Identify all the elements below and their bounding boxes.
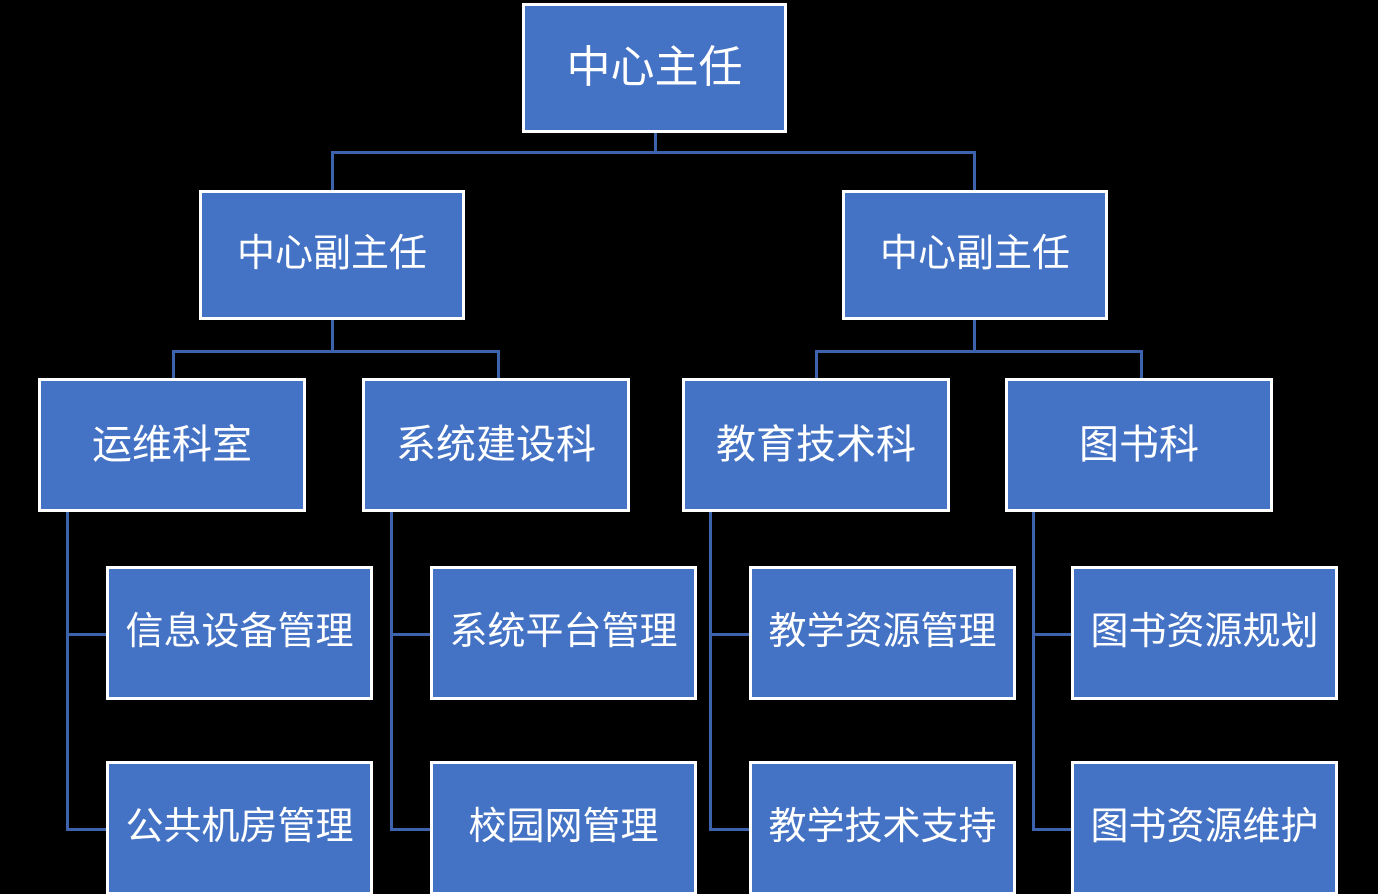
node-section-ops-label: 运维科室 bbox=[92, 423, 252, 467]
node-task-teachres-label: 教学资源管理 bbox=[768, 611, 997, 654]
connector-edutech-to-teachsupport bbox=[709, 828, 751, 831]
node-deputy-left[interactable]: 中心副主任 bbox=[199, 190, 465, 320]
node-task-equipment-label: 信息设备管理 bbox=[125, 611, 354, 654]
connector-library-to-libmaint bbox=[1032, 828, 1074, 831]
connector-ops-spine bbox=[66, 512, 69, 831]
node-task-libmaint-label: 图书资源维护 bbox=[1090, 806, 1319, 849]
node-task-equipment[interactable]: 信息设备管理 bbox=[106, 566, 373, 700]
connector-to-section-edutech bbox=[815, 350, 818, 378]
connector-sysbuild-to-platform bbox=[390, 633, 432, 636]
node-task-libplan-label: 图书资源规划 bbox=[1090, 611, 1319, 654]
connector-to-section-library bbox=[1140, 350, 1143, 378]
connector-edutech-spine bbox=[709, 512, 712, 831]
node-section-sysbuild[interactable]: 系统建设科 bbox=[362, 378, 630, 512]
connector-deputy-right-drop bbox=[973, 319, 976, 352]
node-section-ops[interactable]: 运维科室 bbox=[38, 378, 306, 512]
node-task-publiclab-label: 公共机房管理 bbox=[125, 806, 354, 849]
connector-to-deputy-right bbox=[973, 151, 976, 192]
connector-director-drop bbox=[654, 131, 657, 153]
node-director-label: 中心主任 bbox=[566, 42, 743, 92]
node-task-libplan[interactable]: 图书资源规划 bbox=[1071, 566, 1338, 700]
connector-ops-to-equipment bbox=[66, 633, 108, 636]
node-section-edutech[interactable]: 教育技术科 bbox=[682, 378, 950, 512]
node-task-publiclab[interactable]: 公共机房管理 bbox=[106, 761, 373, 894]
node-section-edutech-label: 教育技术科 bbox=[716, 423, 916, 467]
node-task-libmaint[interactable]: 图书资源维护 bbox=[1071, 761, 1338, 894]
connector-edutech-to-teachres bbox=[709, 633, 751, 636]
node-task-campusnet[interactable]: 校园网管理 bbox=[430, 761, 697, 894]
node-section-sysbuild-label: 系统建设科 bbox=[396, 423, 596, 467]
connector-library-to-libplan bbox=[1032, 633, 1074, 636]
node-task-campusnet-label: 校园网管理 bbox=[468, 806, 659, 849]
node-task-teachsupport[interactable]: 教学技术支持 bbox=[749, 761, 1016, 894]
connector-deputy-right-bus bbox=[815, 350, 1143, 353]
connector-sysbuild-to-campusnet bbox=[390, 828, 432, 831]
node-task-teachsupport-label: 教学技术支持 bbox=[768, 806, 997, 849]
connector-ops-to-publiclab bbox=[66, 828, 108, 831]
connector-to-deputy-left bbox=[331, 151, 334, 192]
connector-to-section-ops bbox=[172, 350, 175, 378]
connector-library-spine bbox=[1032, 512, 1035, 831]
node-task-platform[interactable]: 系统平台管理 bbox=[430, 566, 697, 700]
connector-level1-bus bbox=[331, 151, 976, 154]
connector-deputy-left-bus bbox=[172, 350, 500, 353]
connector-deputy-left-drop bbox=[331, 319, 334, 352]
node-deputy-right-label: 中心副主任 bbox=[879, 233, 1070, 276]
node-deputy-right[interactable]: 中心副主任 bbox=[842, 190, 1108, 320]
node-section-library[interactable]: 图书科 bbox=[1005, 378, 1273, 512]
node-task-teachres[interactable]: 教学资源管理 bbox=[749, 566, 1016, 700]
node-section-library-label: 图书科 bbox=[1079, 423, 1199, 467]
connector-sysbuild-spine bbox=[390, 512, 393, 831]
node-task-platform-label: 系统平台管理 bbox=[449, 611, 678, 654]
node-deputy-left-label: 中心副主任 bbox=[236, 233, 427, 276]
node-director[interactable]: 中心主任 bbox=[522, 3, 787, 133]
connector-to-section-sysbuild bbox=[497, 350, 500, 378]
